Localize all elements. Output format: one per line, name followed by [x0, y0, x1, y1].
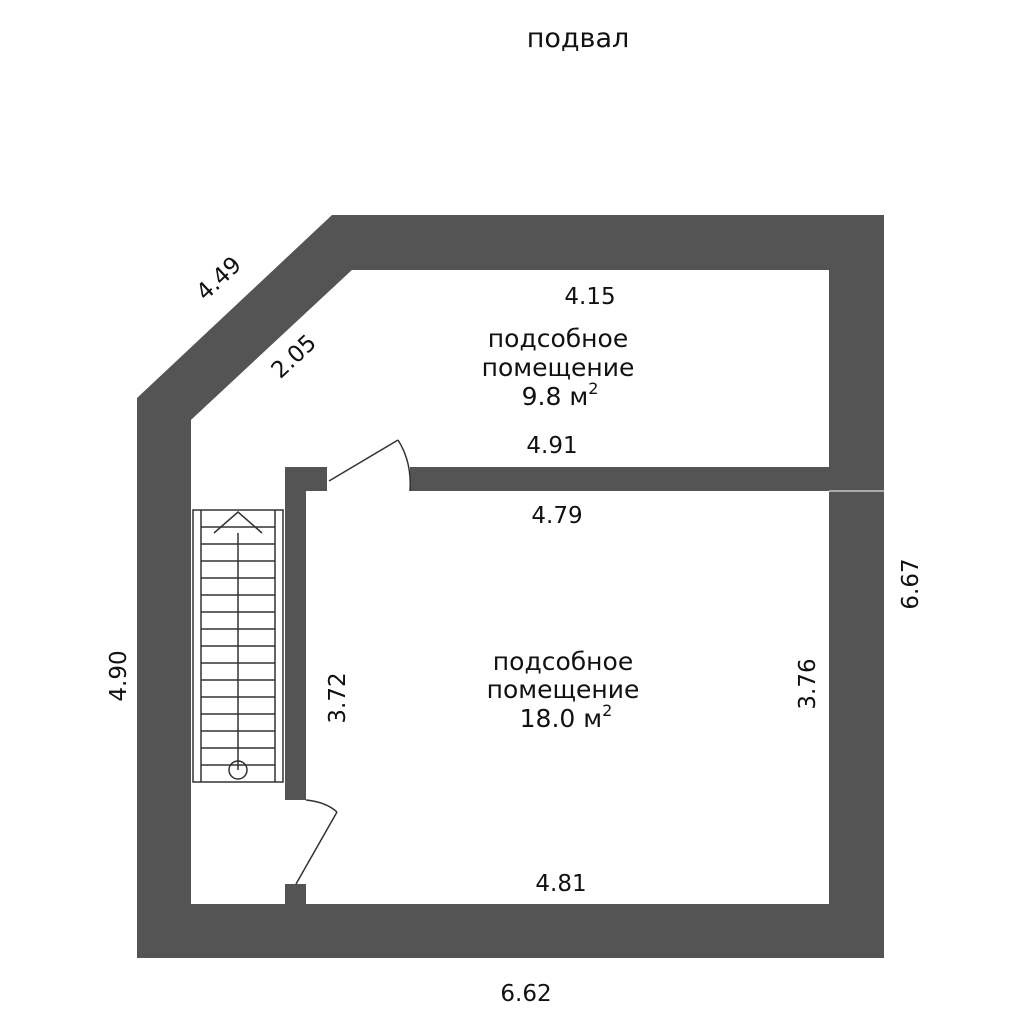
dim-diagonal-outer: 4.49 [192, 252, 247, 306]
plan-title: подвал [527, 23, 630, 54]
dim-main-room-bottom: 4.81 [535, 871, 586, 897]
dim-top-room-bottom: 4.91 [526, 433, 577, 459]
room-2-area: 18.0 м2 [520, 701, 613, 733]
room-2-name-line2: помещение [487, 675, 640, 704]
room-1-name-line1: подсобное [488, 324, 628, 353]
partition-post [285, 467, 327, 491]
room-main-floor [306, 491, 829, 904]
dim-main-room-right: 3.76 [795, 658, 821, 709]
door-swing-icon [295, 439, 411, 885]
dim-main-room-top: 4.79 [531, 503, 582, 529]
room-1-area-sup: 2 [588, 379, 598, 398]
room-2-name-line1: подсобное [493, 647, 633, 676]
dim-top-room-top: 4.15 [564, 284, 615, 310]
door-post [285, 884, 306, 904]
room-1-name-line2: помещение [482, 353, 635, 382]
dim-main-room-left: 3.72 [325, 672, 351, 723]
corridor-wall [285, 491, 306, 800]
room-2-area-sup: 2 [602, 701, 612, 720]
room-1-area: 9.8 м2 [522, 379, 599, 411]
dim-left-outer: 4.90 [106, 650, 132, 701]
staircase-icon [192, 509, 284, 783]
partition-wall [410, 467, 829, 491]
room-top-floor [191, 270, 829, 510]
dim-bottom-outer: 6.62 [500, 981, 551, 1007]
dim-right-outer: 6.67 [898, 558, 924, 609]
